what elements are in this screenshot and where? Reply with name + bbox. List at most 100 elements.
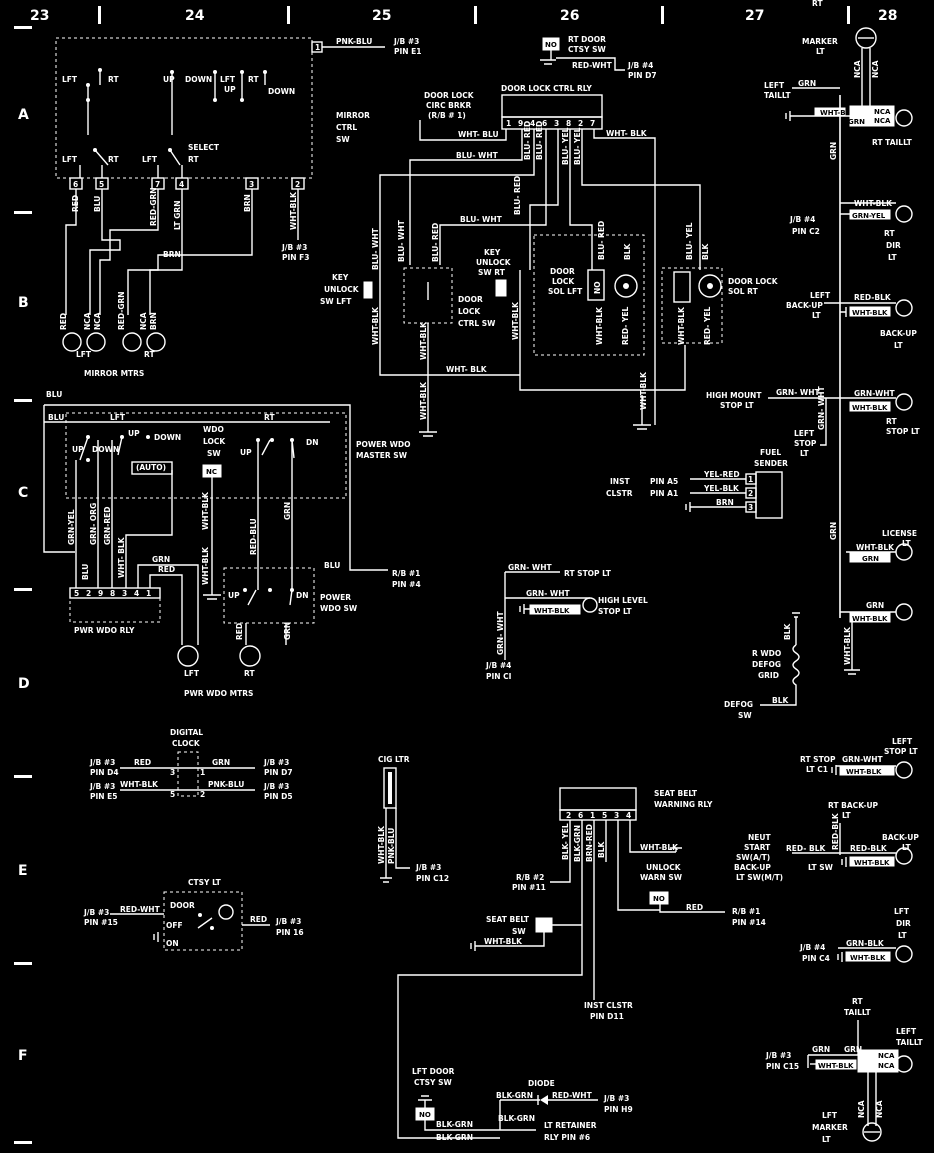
ground-icon xyxy=(419,323,437,437)
svg-text:BLU: BLU xyxy=(46,390,62,399)
diode-icon xyxy=(540,1095,548,1105)
svg-text:PNK-BLU: PNK-BLU xyxy=(387,828,396,864)
svg-text:NCA: NCA xyxy=(874,108,891,116)
defog-grid-icon xyxy=(760,644,800,706)
svg-text:RT: RT xyxy=(108,155,119,164)
svg-text:J/B #3: J/B #3 xyxy=(263,782,289,791)
svg-text:PIN F3: PIN F3 xyxy=(282,253,310,262)
wire-wht-blk xyxy=(593,129,656,425)
svg-text:NO: NO xyxy=(419,1111,431,1119)
svg-text:GRN- ORG: GRN- ORG xyxy=(89,503,98,545)
connector-label: J/B #3 xyxy=(393,37,419,46)
row-divider xyxy=(14,588,32,591)
svg-text:UNLOCK: UNLOCK xyxy=(324,285,360,294)
svg-text:WHT-BLK: WHT-BLK xyxy=(852,615,888,623)
svg-text:RED-GRN: RED-GRN xyxy=(149,187,158,226)
svg-text:RED: RED xyxy=(250,915,267,924)
svg-text:J/B #3: J/B #3 xyxy=(89,782,115,791)
svg-text:SW RT: SW RT xyxy=(478,268,506,277)
svg-text:DN: DN xyxy=(306,438,319,447)
svg-text:RT DOOR: RT DOOR xyxy=(568,35,606,44)
svg-text:RT: RT xyxy=(248,75,259,84)
svg-text:LEFT: LEFT xyxy=(892,737,913,746)
svg-text:DIODE: DIODE xyxy=(528,1079,555,1088)
svg-text:BRN: BRN xyxy=(163,250,181,259)
svg-text:DOWN: DOWN xyxy=(268,87,295,96)
digital-clock: DIGITAL CLOCK RED WHT-BLK GRN PNK-BLU 3 … xyxy=(89,728,293,801)
svg-text:RED-WHT: RED-WHT xyxy=(120,905,161,914)
svg-text:LEFT: LEFT xyxy=(794,429,815,438)
svg-text:DOWN: DOWN xyxy=(185,75,212,84)
svg-text:J/B #4: J/B #4 xyxy=(799,943,825,952)
column-divider xyxy=(98,6,101,24)
svg-text:LFT: LFT xyxy=(76,350,92,359)
svg-text:GRN- WHT: GRN- WHT xyxy=(817,386,826,430)
svg-text:GRN-RED: GRN-RED xyxy=(103,507,112,545)
svg-text:WARN SW: WARN SW xyxy=(640,873,683,882)
svg-text:RT: RT xyxy=(108,75,119,84)
svg-text:LT: LT xyxy=(842,811,852,820)
svg-text:WHT-BLK: WHT-BLK xyxy=(852,404,888,412)
svg-text:NCA: NCA xyxy=(857,1100,866,1118)
svg-text:WHT-BLK: WHT-BLK xyxy=(419,321,428,360)
wire-wht-blu xyxy=(419,120,507,141)
svg-text:R WDO: R WDO xyxy=(752,649,781,658)
svg-text:9: 9 xyxy=(518,119,523,128)
svg-text:WHT-BLK: WHT-BLK xyxy=(677,306,686,345)
svg-text:GRN-YEL: GRN-YEL xyxy=(852,212,886,220)
svg-text:1: 1 xyxy=(146,589,151,598)
svg-text:RT: RT xyxy=(144,350,155,359)
svg-text:RED-BLK: RED-BLK xyxy=(854,293,892,302)
svg-text:LT RETAINER: LT RETAINER xyxy=(544,1121,597,1130)
svg-text:UP: UP xyxy=(224,85,236,94)
wire xyxy=(556,57,625,71)
svg-text:NCA: NCA xyxy=(853,60,862,78)
key-unlock-sw-rt: KEY UNLOCK SW RT WHT-BLK xyxy=(476,248,686,391)
svg-text:CLSTR: CLSTR xyxy=(606,489,633,498)
svg-text:J/B #4: J/B #4 xyxy=(789,215,815,224)
svg-text:START: START xyxy=(744,843,771,852)
bulb-icon xyxy=(895,847,913,865)
svg-text:CTSY SW: CTSY SW xyxy=(568,45,606,54)
wire xyxy=(529,129,559,270)
svg-text:SW: SW xyxy=(512,927,526,936)
svg-text:ON: ON xyxy=(166,939,179,948)
bulb-icon xyxy=(895,205,913,223)
svg-text:DEFOG: DEFOG xyxy=(752,660,781,669)
wire-red xyxy=(65,189,77,315)
svg-text:BRN: BRN xyxy=(243,194,252,212)
svg-text:GRN-WHT: GRN-WHT xyxy=(842,755,884,764)
svg-text:GRN- WHT: GRN- WHT xyxy=(526,589,570,598)
motor-icon xyxy=(146,332,166,352)
door-lock-sol-rt: DOOR LOCK SOL RT WHT-BLK RED- YEL xyxy=(661,267,779,345)
svg-text:6: 6 xyxy=(542,119,547,128)
svg-text:RT BACK-UP: RT BACK-UP xyxy=(828,801,879,810)
svg-text:2: 2 xyxy=(86,589,91,598)
svg-text:GRN: GRN xyxy=(866,601,884,610)
svg-text:NEUT: NEUT xyxy=(748,833,771,842)
bulb-icon xyxy=(895,761,913,779)
svg-text:FUEL: FUEL xyxy=(760,448,781,457)
svg-text:RED: RED xyxy=(686,903,703,912)
svg-text:PWR WDO RLY: PWR WDO RLY xyxy=(74,626,135,635)
svg-text:BLK- YEL: BLK- YEL xyxy=(561,823,570,860)
wire-blu-wht xyxy=(409,129,523,265)
svg-text:PIN C2: PIN C2 xyxy=(792,227,820,236)
svg-text:DOWN: DOWN xyxy=(92,445,119,454)
svg-text:NCA: NCA xyxy=(871,60,880,78)
svg-text:LEFT: LEFT xyxy=(810,291,831,300)
component-label: MIRROR MTRS xyxy=(84,369,144,378)
svg-text:LICENSE: LICENSE xyxy=(882,529,917,538)
svg-text:LT: LT xyxy=(902,539,912,548)
svg-text:GRID: GRID xyxy=(758,671,779,680)
bulb-icon xyxy=(895,603,913,621)
svg-text:R/B #1: R/B #1 xyxy=(392,569,420,578)
svg-text:1: 1 xyxy=(748,475,753,484)
svg-text:GRN: GRN xyxy=(152,555,170,564)
column-divider xyxy=(661,6,664,24)
cig-lighter-icon xyxy=(383,767,397,809)
svg-text:BLU- WHT: BLU- WHT xyxy=(460,215,503,224)
svg-text:WHT-BLK: WHT-BLK xyxy=(377,825,386,864)
svg-text:RED-WHT: RED-WHT xyxy=(572,61,613,70)
svg-text:WHT-BLK: WHT-BLK xyxy=(850,954,886,962)
